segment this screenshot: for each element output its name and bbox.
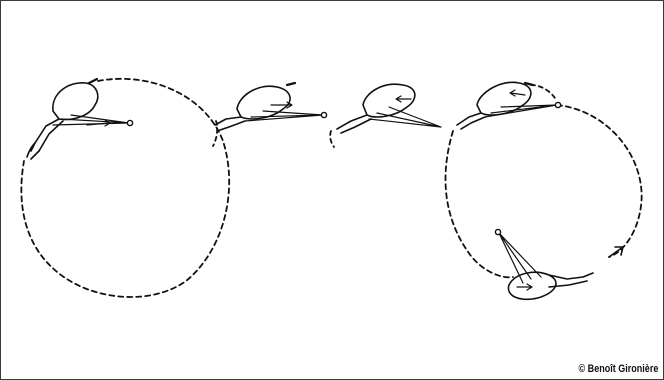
- hook-tip-left: [89, 79, 97, 83]
- dashed-arc-2: [330, 131, 334, 147]
- anchor-point-right-upper: [555, 102, 560, 107]
- direction-arrow-1: [271, 102, 292, 108]
- direction-arrow-right-lower: [517, 284, 532, 290]
- tether-lines-right-upper: [485, 105, 557, 117]
- pilot-torso-left: [31, 119, 63, 151]
- direction-arrow-right-upper: [510, 90, 525, 96]
- loop-arrowhead-icon: [609, 247, 623, 257]
- arc-flyer-2: [330, 84, 441, 147]
- orbit-right: [446, 82, 642, 299]
- pilot-body-right-lower: [508, 272, 556, 299]
- orbit-left: [21, 79, 229, 297]
- tether-lines-right-lower: [499, 233, 541, 283]
- anchor-point-left: [127, 120, 132, 125]
- pilot-body-1: [237, 86, 290, 119]
- pilot-body-left: [53, 83, 98, 120]
- hook-tip-1: [287, 83, 295, 85]
- pilot-body-2: [363, 84, 415, 117]
- arc-flyer-1: [213, 83, 327, 146]
- pilot-legs-left: [27, 143, 39, 159]
- tether-lines-1: [245, 111, 323, 121]
- pilot-torso-right-upper: [457, 113, 485, 129]
- dashed-loop-right: [446, 105, 642, 277]
- copyright-credit: © Benoît Gironière: [578, 363, 658, 375]
- anchor-point-1: [321, 112, 326, 117]
- direction-arrow-2: [396, 96, 411, 102]
- pilot-torso-2: [337, 115, 371, 133]
- anchor-point-right-lower: [495, 229, 500, 234]
- dashed-arc-top-right: [531, 85, 557, 101]
- pilot-body-right-upper: [477, 82, 531, 115]
- pilot-torso-1: [215, 117, 245, 131]
